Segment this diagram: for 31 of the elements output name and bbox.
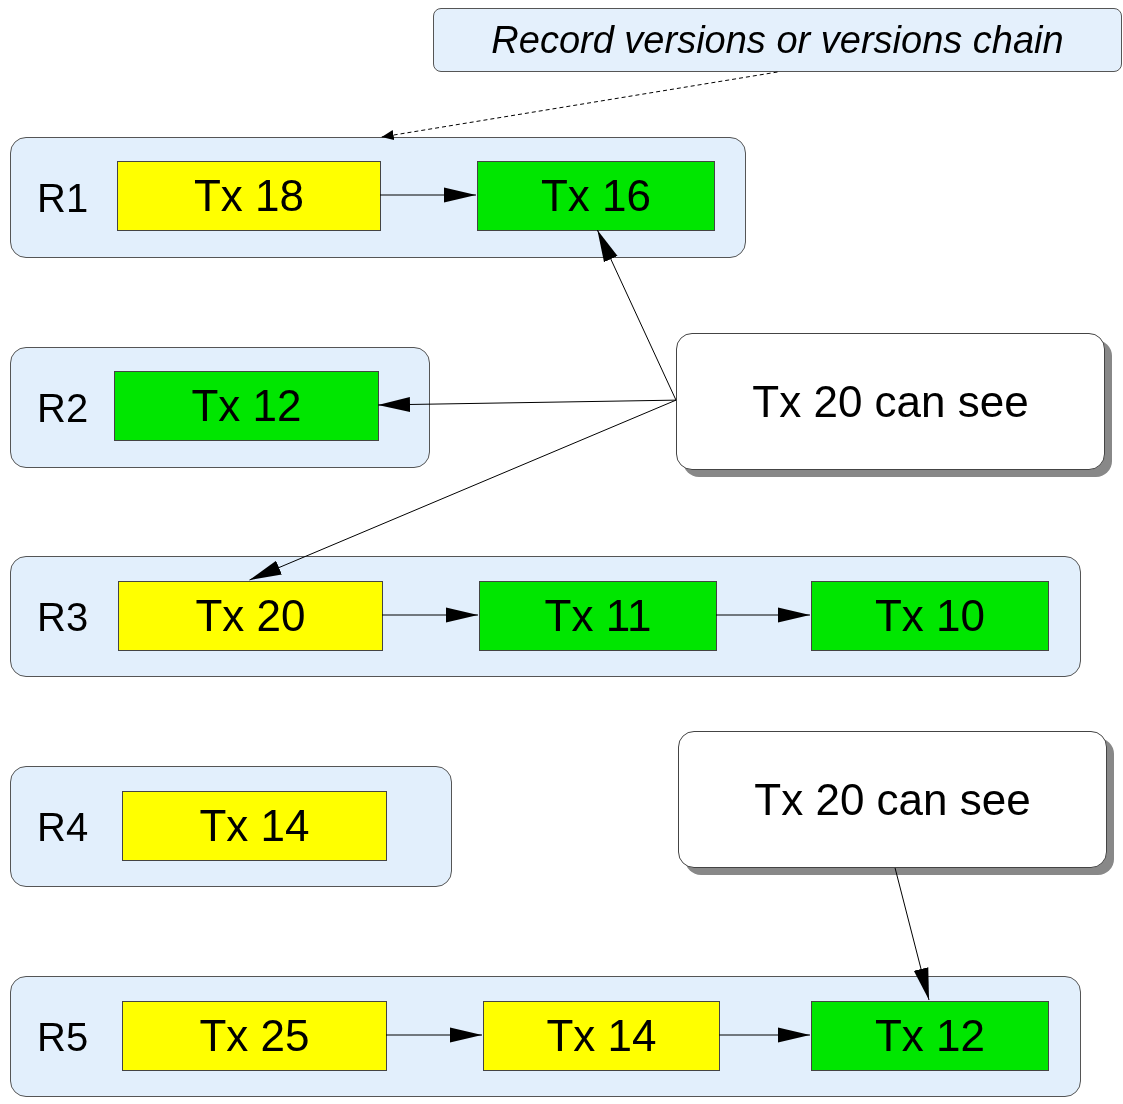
record-label: R4 <box>37 806 89 847</box>
version-box: Tx 20 <box>118 581 383 651</box>
record-band <box>10 347 430 468</box>
arrow <box>718 1027 811 1043</box>
version-box: Tx 18 <box>117 161 381 231</box>
version-box: Tx 12 <box>114 371 379 441</box>
version-box: Tx 25 <box>122 1001 387 1071</box>
record-band <box>10 556 1081 677</box>
arrow <box>381 607 479 623</box>
arrow <box>249 399 677 581</box>
record-label: R2 <box>37 387 89 428</box>
record-label: R1 <box>37 177 89 218</box>
callout-box: Record versions or versions chain <box>433 8 1122 72</box>
version-box: Tx 14 <box>483 1001 720 1071</box>
arrow <box>715 607 811 623</box>
arrow <box>377 397 677 412</box>
arrow <box>596 229 677 401</box>
record-label: R3 <box>37 596 89 637</box>
version-box: Tx 11 <box>479 581 717 651</box>
arrow <box>379 187 477 203</box>
arrow <box>385 1027 483 1043</box>
arrow <box>894 867 930 1001</box>
record-band <box>10 766 452 887</box>
record-band <box>10 976 1081 1097</box>
record-band <box>10 137 746 258</box>
version-box: Tx 14 <box>122 791 387 861</box>
version-box: Tx 16 <box>477 161 715 231</box>
arrow <box>381 71 778 140</box>
version-box: Tx 12 <box>811 1001 1049 1071</box>
version-box: Tx 10 <box>811 581 1049 651</box>
record-label: R5 <box>37 1016 89 1057</box>
